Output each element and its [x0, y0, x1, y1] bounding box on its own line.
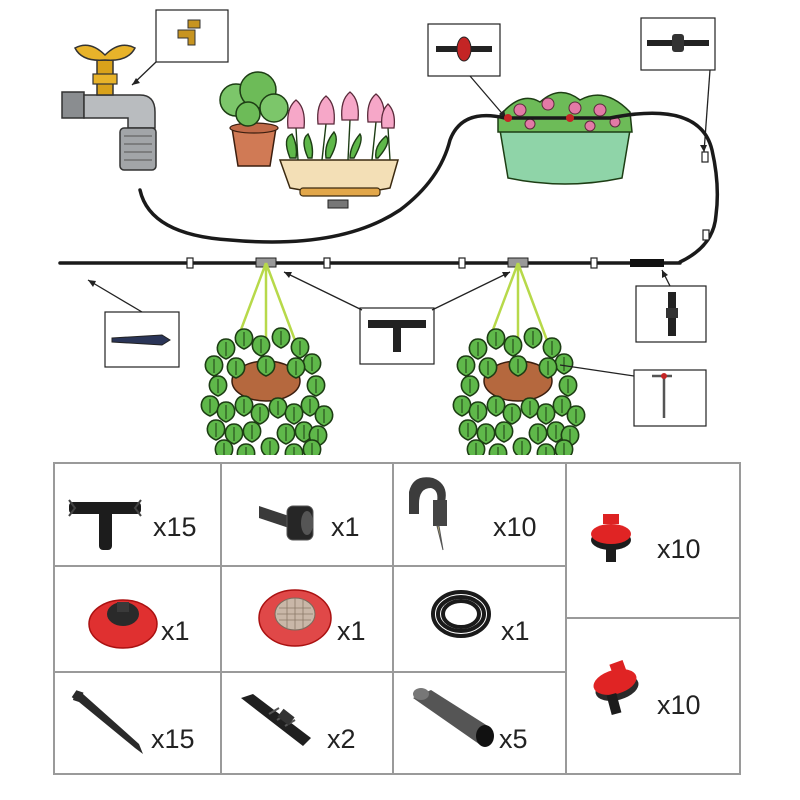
part-quantity: x15	[151, 724, 195, 754]
parts-list-grid: x15 x1 x10 x10	[53, 462, 741, 775]
tubing-coil-icon	[431, 590, 491, 638]
inset-dripper-top	[427, 23, 507, 119]
part-quantity: x15	[153, 512, 197, 542]
mesh-filter-icon	[258, 589, 332, 647]
part-quantity: x5	[499, 724, 528, 754]
part-cell-straight-connector: x2	[241, 694, 356, 754]
part-quantity: x1	[337, 616, 366, 646]
part-cell-tube-clip: x10	[409, 477, 537, 551]
tap-adapter-icon	[259, 505, 314, 541]
hanging-basket-left-icon	[201, 263, 332, 455]
part-quantity: x10	[657, 690, 701, 720]
installation-diagram	[58, 9, 720, 455]
inset-tee-connector	[283, 271, 511, 365]
inset-tube-plug	[87, 279, 180, 368]
part-cell-tube-plug: x5	[413, 688, 528, 754]
pressure-dripper-icon	[591, 514, 631, 562]
ground-stake-icon	[71, 690, 143, 754]
part-cell-red-filter-cap: x1	[88, 599, 190, 649]
tube-clip-icon	[409, 477, 447, 551]
window-box-planter-icon	[497, 91, 633, 185]
part-quantity: x1	[331, 512, 360, 542]
water-tap-icon	[61, 44, 157, 171]
tee-connector-icon	[68, 499, 142, 550]
inset-tap-adapter	[131, 9, 229, 86]
inset-straight-connector	[635, 269, 707, 343]
part-quantity: x10	[493, 512, 537, 542]
filter-cap-icon	[88, 599, 158, 649]
part-cell-tap-adapter: x1	[259, 505, 360, 542]
part-quantity: x1	[161, 616, 190, 646]
part-quantity: x10	[657, 534, 701, 564]
part-quantity: x2	[327, 724, 356, 754]
grid-lines	[53, 462, 741, 775]
straight-connector-icon	[241, 694, 311, 746]
tube-fittings	[186, 114, 710, 269]
hanging-basket-right-icon	[453, 263, 584, 455]
pressure-dripper-icon	[593, 659, 639, 715]
part-cell-tubing-coil: x1	[431, 590, 530, 646]
part-cell-ground-stake: x15	[71, 690, 195, 754]
part-cell-tee-connector: x15	[68, 499, 197, 550]
inset-ground-stake	[559, 364, 707, 427]
part-cell-mesh-filter: x1	[258, 589, 366, 647]
part-quantity: x1	[501, 616, 530, 646]
tube-plug-icon	[413, 688, 494, 747]
potted-plant-icon	[219, 71, 289, 167]
tulip-planter-icon	[278, 91, 399, 197]
part-cell-pressure-dripper-a: x10	[591, 514, 701, 564]
part-cell-pressure-dripper-b: x10	[593, 659, 701, 720]
inset-tube-clip-top	[640, 17, 716, 153]
